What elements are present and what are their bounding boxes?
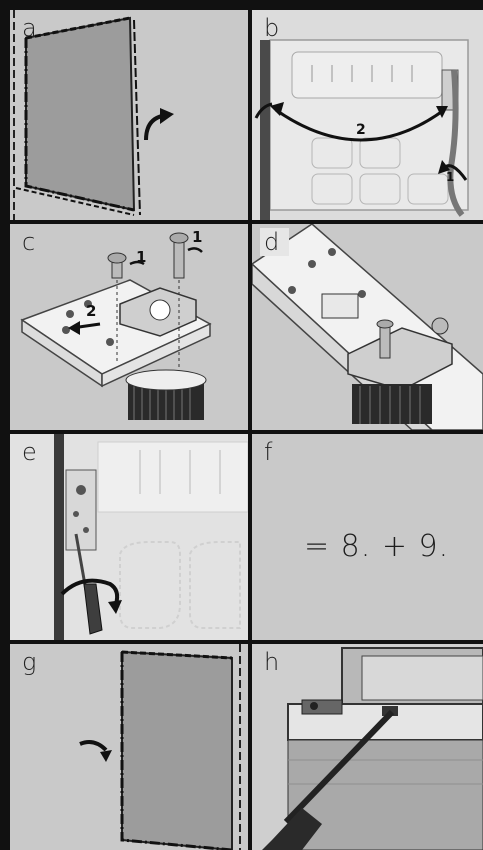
panel-h-letter: h xyxy=(264,648,279,676)
reference-steps-text: = 8. + 9. xyxy=(304,529,449,564)
door-open-illustration xyxy=(10,10,248,220)
panel-f: f = 8. + 9. xyxy=(252,434,483,640)
panel-a-letter: a xyxy=(22,14,37,42)
door-close-illustration xyxy=(10,644,248,850)
drawer-hinge-screwdriver-illustration xyxy=(252,644,483,850)
panel-h: h xyxy=(252,644,483,850)
panel-e: e xyxy=(10,434,248,640)
panel-a: a xyxy=(10,10,248,220)
panel-g-letter: g xyxy=(22,648,36,676)
panel-c: c 1 1 2 xyxy=(10,224,248,430)
panel-b-step-2: 2 xyxy=(356,122,366,138)
panel-c-step-1a: 1 xyxy=(136,248,146,266)
panel-e-letter: e xyxy=(22,438,37,466)
panel-d: d xyxy=(252,224,483,430)
panel-f-letter: f xyxy=(264,438,272,466)
panel-c-step-2: 2 xyxy=(86,302,96,320)
panel-b: b 2 1 xyxy=(252,10,483,220)
hinge-transfer-illustration xyxy=(252,10,483,220)
panel-g: g xyxy=(10,644,248,850)
panel-c-letter: c xyxy=(22,228,35,256)
panel-d-letter: d xyxy=(260,228,289,256)
screwdriver-hinge-illustration xyxy=(10,434,248,640)
panel-b-letter: b xyxy=(264,14,279,42)
panel-b-step-1: 1 xyxy=(446,170,454,184)
panel-c-step-1b: 1 xyxy=(192,228,202,246)
hinge-bracket-exploded-illustration xyxy=(10,224,248,430)
